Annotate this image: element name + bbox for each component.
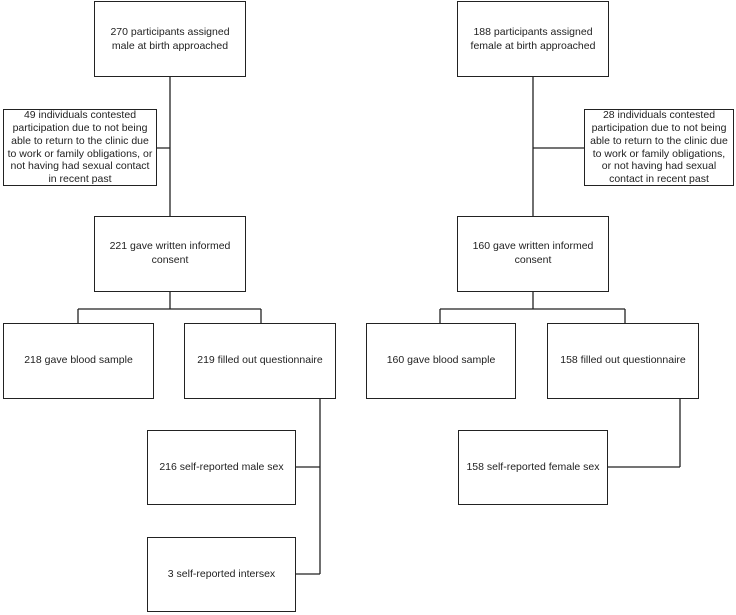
box-male-intersex: 3 self-reported intersex [147, 537, 296, 612]
text-male-consent: 221 gave written informed consent [109, 240, 231, 266]
box-male-questionnaire: 219 filled out questionnaire [184, 323, 336, 399]
text-female-questionnaire: 158 filled out questionnaire [560, 354, 686, 367]
box-female-consent: 160 gave written informed consent [457, 216, 609, 292]
text-female-consent: 160 gave written informed consent [472, 240, 594, 266]
box-female-questionnaire: 158 filled out questionnaire [547, 323, 699, 399]
text-male-self-male: 216 self-reported male sex [159, 460, 284, 473]
text-male-contested: 49 individuals contested participation d… [7, 109, 153, 186]
box-male-consent: 221 gave written informed consent [94, 216, 246, 292]
text-female-approached: 188 participants assigned female at birt… [470, 26, 596, 52]
text-female-contested: 28 individuals contested participation d… [590, 109, 728, 186]
box-male-approached: 270 participants assigned male at birth … [94, 1, 246, 77]
box-male-self-male: 216 self-reported male sex [147, 430, 296, 505]
box-male-contested: 49 individuals contested participation d… [3, 109, 157, 186]
box-male-blood: 218 gave blood sample [3, 323, 154, 399]
text-male-intersex: 3 self-reported intersex [167, 567, 276, 580]
text-female-blood: 160 gave blood sample [386, 354, 496, 367]
box-female-self-female: 158 self-reported female sex [458, 430, 608, 505]
text-male-blood: 218 gave blood sample [24, 354, 133, 367]
box-female-contested: 28 individuals contested participation d… [584, 109, 734, 186]
text-male-approached: 270 participants assigned male at birth … [110, 26, 230, 52]
box-female-approached: 188 participants assigned female at birt… [457, 1, 609, 77]
text-female-self-female: 158 self-reported female sex [466, 460, 600, 473]
box-female-blood: 160 gave blood sample [366, 323, 516, 399]
text-male-questionnaire: 219 filled out questionnaire [197, 354, 323, 367]
